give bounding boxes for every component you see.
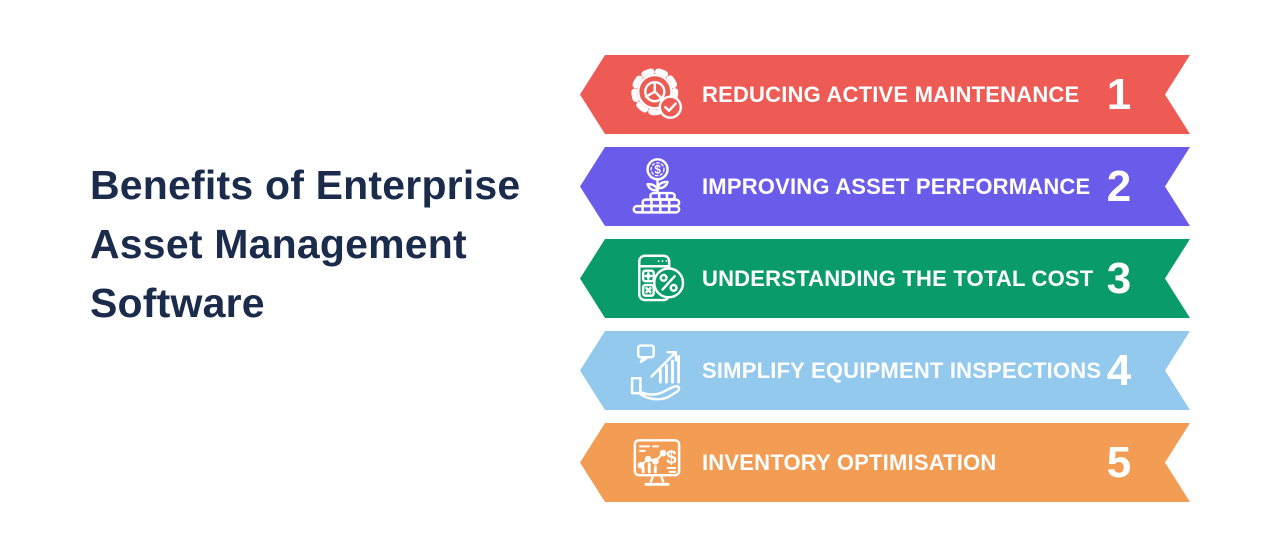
banner-simplify-equipment-inspections: SIMPLIFY EQUIPMENT INSPECTIONS 4 — [580, 331, 1190, 410]
banner-number: 3 — [1106, 253, 1132, 303]
banner-number: 1 — [1106, 69, 1132, 119]
banner-number: 2 — [1106, 161, 1132, 211]
gear-pie-check-icon — [626, 64, 688, 126]
banner-label: REDUCING ACTIVE MAINTENANCE — [702, 81, 1080, 107]
banner-inventory-optimisation: $ INVENTORY OPTIMISATION 5 — [580, 423, 1190, 502]
calculator-percent-icon — [626, 248, 688, 310]
banner-label: UNDERSTANDING THE TOTAL COST — [702, 265, 1094, 291]
banner-reducing-active-maintenance: REDUCING ACTIVE MAINTENANCE 1 — [580, 55, 1190, 134]
banner-number: 5 — [1106, 437, 1132, 487]
banner-label: IMPROVING ASSET PERFORMANCE — [702, 173, 1091, 199]
title-line-2: Asset Management — [90, 221, 467, 267]
banner-label: INVENTORY OPTIMISATION — [702, 449, 997, 475]
title-line-3: Software — [90, 280, 265, 326]
banner-improving-asset-performance: $ IMPROVING ASSET PERFORMANCE 2 — [580, 147, 1190, 226]
banner-understanding-the-total-cost: UNDERSTANDING THE TOTAL COST 3 — [580, 239, 1190, 318]
svg-text:$: $ — [654, 163, 661, 176]
monitor-analytics-icon: $ — [626, 432, 688, 494]
hand-growth-chart-icon — [626, 340, 688, 402]
svg-text:$: $ — [666, 446, 677, 467]
benefit-banner-list: REDUCING ACTIVE MAINTENANCE 1 $ IMPROVIN… — [580, 55, 1190, 515]
page-title: Benefits of Enterprise Asset Management … — [90, 156, 590, 333]
title-line-1: Benefits of Enterprise — [90, 162, 521, 208]
money-plant-icon: $ — [626, 156, 688, 218]
banner-label: SIMPLIFY EQUIPMENT INSPECTIONS — [702, 357, 1102, 383]
banner-number: 4 — [1106, 345, 1132, 395]
